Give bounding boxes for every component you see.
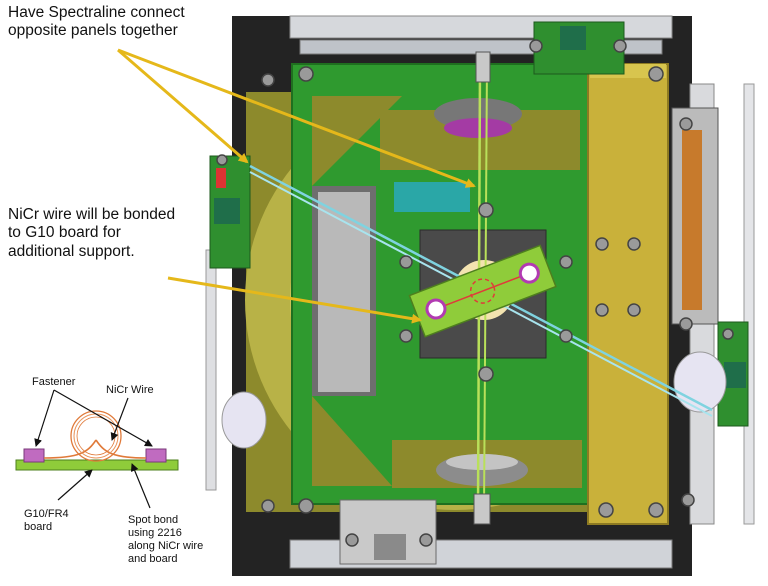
inset-nicr-lead-left (43, 439, 97, 459)
inset-arrow-spot-bond (130, 463, 151, 509)
arrow-to-spectraline (117, 48, 476, 188)
left-disk (221, 391, 267, 449)
bottom-string-anchor (473, 493, 491, 525)
inset-arrow-fastener-right (53, 389, 153, 447)
screw (559, 255, 573, 269)
screw (261, 73, 275, 87)
screw (399, 329, 413, 343)
inset-fastener-left (23, 448, 45, 463)
right-edge-panel (743, 83, 755, 525)
right-pcb-chip (724, 362, 746, 388)
inset-spot-bond-line4: and board (128, 552, 178, 565)
left-pcb-chip (214, 198, 240, 224)
inset-nicr-coil-core (76, 416, 116, 456)
nicr-annotation: NiCr wire will be bonded to G10 board fo… (8, 206, 175, 261)
screw (595, 237, 609, 251)
inset-arrow-nicr (110, 397, 129, 441)
spectraline-annotation: Have Spectraline connect opposite panels… (8, 4, 185, 41)
inset-board-label-line2: board (24, 520, 53, 533)
inset-board (15, 459, 179, 471)
inset-fastener-right (145, 448, 167, 463)
screw (419, 533, 433, 547)
screw (478, 202, 494, 218)
screw (722, 328, 734, 340)
inset-board-label-line1: G10/FR4 (24, 508, 69, 520)
screw (478, 366, 494, 382)
screw (681, 493, 695, 507)
screws (216, 39, 734, 547)
arrow-to-g10-board (167, 276, 422, 324)
screw (529, 39, 543, 53)
board-fastener-right (518, 262, 540, 284)
screw (679, 117, 693, 131)
bottom-pulley-top (446, 454, 518, 470)
screw (595, 303, 609, 317)
frame-cutout-bottom-left (312, 396, 392, 486)
screw (261, 499, 275, 513)
screw (679, 317, 693, 331)
nicr-annotation-line2: to G10 board for (8, 224, 121, 242)
left-pcb-component (216, 168, 226, 188)
inset-arrow-fastener-left (34, 389, 55, 447)
screw (298, 66, 314, 82)
inset-spot-bond-line3: along NiCr wire (128, 539, 204, 552)
nicr-coil (469, 278, 496, 304)
spectraline-annotation-line2: opposite panels together (8, 22, 178, 40)
screw (648, 502, 664, 518)
cyan-module (394, 182, 470, 212)
arrow-to-left-anchor (117, 48, 249, 164)
bottom-connector-port (374, 534, 406, 560)
inset-diagram (15, 389, 179, 509)
inset-spot-bond-line1: Spot bond (128, 514, 179, 526)
screw (627, 237, 641, 251)
inset-spot-bond-line2: using 2216 (128, 526, 182, 539)
inset-nicr-coil (70, 410, 122, 462)
inset-nicr-wire-label: NiCr Wire (106, 384, 154, 396)
nicr-annotation-line1: NiCr wire will be bonded (8, 206, 176, 223)
nicr-wire-on-board (435, 272, 530, 310)
spectraline-annotation-line1: Have Spectraline connect (8, 4, 185, 21)
screw (613, 39, 627, 53)
screw (298, 498, 314, 514)
right-mechanism-strip (682, 130, 702, 310)
inset-fastener-label: Fastener (32, 376, 76, 388)
board-fastener-left (425, 298, 447, 320)
callout-arrows (117, 48, 476, 324)
screw (345, 533, 359, 547)
nicr-annotation-line3: additional support. (8, 242, 135, 260)
screw (216, 154, 228, 166)
inset-spot-bond-label: Spot bond using 2216 along NiCr wire and… (128, 514, 203, 566)
screw (648, 66, 664, 82)
inset-nicr-coil-inner (73, 413, 119, 459)
screw (598, 502, 614, 518)
gold-bar (587, 63, 669, 525)
top-pcb-chip (560, 26, 586, 50)
top-string-anchor (475, 51, 491, 83)
top-pulley (444, 118, 512, 138)
screw (559, 329, 573, 343)
screw (627, 303, 641, 317)
inset-board-label: G10/FR4 board (24, 508, 69, 534)
screw (399, 255, 413, 269)
inset-arrow-board (57, 469, 93, 501)
inset-nicr-lead-right (95, 439, 147, 459)
satellite-model (205, 15, 755, 576)
